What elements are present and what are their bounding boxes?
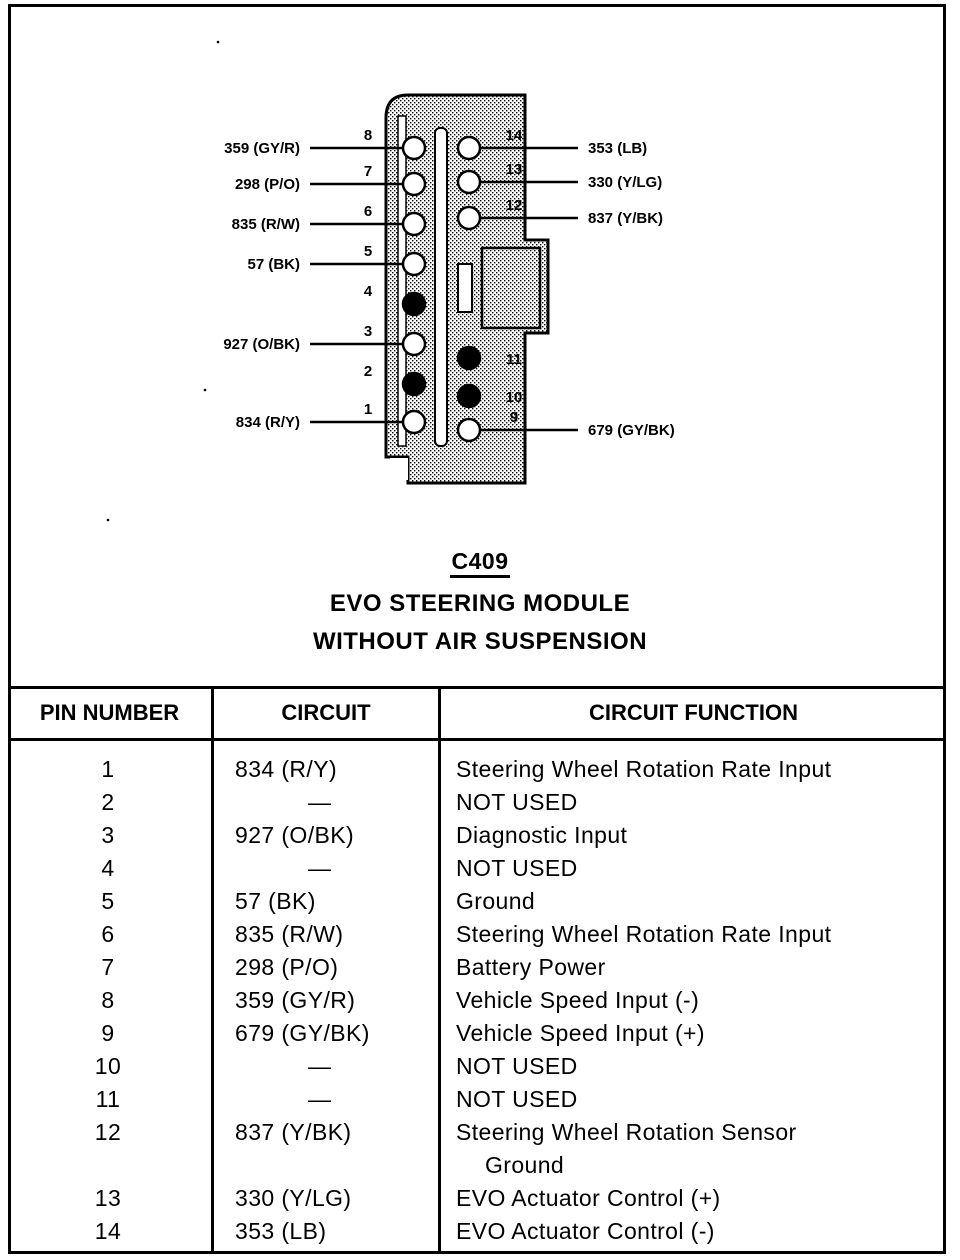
wire-label-pin-5: 57 (BK) bbox=[247, 256, 300, 273]
row-6-circuit: 835 (R/W) bbox=[235, 921, 344, 947]
row-1-pin: 1 bbox=[101, 756, 115, 782]
pin-number-13: 13 bbox=[506, 161, 523, 178]
row-4-circuit: — bbox=[308, 855, 332, 881]
row-6-function: Steering Wheel Rotation Rate Input bbox=[456, 921, 832, 947]
pin-10-cavity bbox=[456, 383, 482, 409]
row-8-function: Vehicle Speed Input (-) bbox=[456, 987, 700, 1013]
wire-label-pin-1: 834 (R/Y) bbox=[236, 414, 300, 431]
row-14-circuit: 353 (LB) bbox=[235, 1218, 327, 1244]
table-top-rule bbox=[8, 686, 946, 689]
row-3-circuit: 927 (O/BK) bbox=[235, 822, 355, 848]
header-pin-number: PIN NUMBER bbox=[39, 700, 180, 725]
pin-number-7: 7 bbox=[364, 163, 372, 180]
pin-number-14: 14 bbox=[506, 127, 523, 144]
row-3-pin: 3 bbox=[101, 822, 115, 848]
row-6-pin: 6 bbox=[101, 921, 115, 947]
row-1-circuit: 834 (R/Y) bbox=[235, 756, 338, 782]
pin-number-1: 1 bbox=[364, 401, 372, 418]
row-11-pin: 11 bbox=[95, 1086, 121, 1112]
row-10-circuit: — bbox=[308, 1053, 332, 1079]
row-12-function: Steering Wheel Rotation Sensor bbox=[456, 1119, 797, 1145]
pin-number-6: 6 bbox=[364, 203, 372, 220]
pin-9-cavity bbox=[456, 417, 482, 443]
pin-number-9: 9 bbox=[510, 409, 518, 426]
pin-8-cavity bbox=[401, 135, 427, 161]
pin-2-cavity bbox=[401, 371, 427, 397]
wire-label-pin-13: 330 (Y/LG) bbox=[588, 174, 662, 191]
row-14-pin: 14 bbox=[94, 1218, 122, 1244]
pin-14-cavity bbox=[456, 135, 482, 161]
row-2-pin: 2 bbox=[101, 789, 115, 815]
connector-body bbox=[384, 93, 550, 485]
row-5-function: Ground bbox=[456, 888, 536, 914]
row-4-pin: 4 bbox=[101, 855, 115, 881]
pin-number-4: 4 bbox=[364, 283, 373, 300]
row-9-pin: 9 bbox=[101, 1020, 115, 1046]
wire-label-pin-9: 679 (GY/BK) bbox=[588, 422, 675, 439]
pin-number-10: 10 bbox=[506, 389, 523, 406]
table-col-divider-1 bbox=[211, 686, 214, 1254]
pin-13-cavity bbox=[456, 169, 482, 195]
table-col-divider-2 bbox=[438, 686, 441, 1254]
row-5-pin: 5 bbox=[101, 888, 115, 914]
header-circuit: CIRCUIT bbox=[281, 700, 371, 725]
row-7-function: Battery Power bbox=[456, 954, 606, 980]
row-11-function: NOT USED bbox=[456, 1086, 578, 1112]
wire-label-pin-3: 927 (O/BK) bbox=[223, 336, 300, 353]
row-3-function: Diagnostic Input bbox=[456, 822, 628, 848]
row-8-pin: 8 bbox=[101, 987, 115, 1013]
row-12-function-continued: Ground bbox=[485, 1152, 565, 1178]
pin-4-cavity bbox=[401, 291, 427, 317]
row-8-circuit: 359 (GY/R) bbox=[235, 987, 356, 1013]
pin-12-cavity bbox=[456, 205, 482, 231]
row-12-circuit: 837 (Y/BK) bbox=[235, 1119, 352, 1145]
connector-diagram: 359 (GY/R) 8 298 (P/O) 7 835 (R/W) 6 57 (BK) 5 4… bbox=[106, 40, 675, 522]
row-10-pin: 10 bbox=[94, 1053, 122, 1079]
pin-7-cavity bbox=[401, 171, 427, 197]
row-13-circuit: 330 (Y/LG) bbox=[235, 1185, 352, 1211]
pin-number-3: 3 bbox=[364, 323, 372, 340]
row-9-circuit: 679 (GY/BK) bbox=[235, 1020, 370, 1046]
row-11-circuit: — bbox=[308, 1086, 332, 1112]
pin-5-cavity bbox=[401, 251, 427, 277]
connector-title: EVO STEERING MODULE bbox=[329, 590, 631, 617]
row-9-function: Vehicle Speed Input (+) bbox=[456, 1020, 705, 1046]
pin-3-cavity bbox=[401, 331, 427, 357]
wire-label-pin-8: 359 (GY/R) bbox=[224, 140, 300, 157]
row-7-circuit: 298 (P/O) bbox=[235, 954, 339, 980]
connector-subtitle: WITHOUT AIR SUSPENSION bbox=[312, 628, 648, 655]
pin-number-5: 5 bbox=[364, 243, 372, 260]
row-14-function: EVO Actuator Control (-) bbox=[456, 1218, 715, 1244]
connector-id: C409 bbox=[0, 548, 960, 578]
stray-specks bbox=[106, 40, 220, 522]
row-2-function: NOT USED bbox=[456, 789, 578, 815]
wire-label-pin-6: 835 (R/W) bbox=[232, 216, 300, 233]
row-4-function: NOT USED bbox=[456, 855, 578, 881]
pin-11-cavity bbox=[456, 345, 482, 371]
wire-label-pin-14: 353 (LB) bbox=[588, 140, 647, 157]
row-1-function: Steering Wheel Rotation Rate Input bbox=[456, 756, 832, 782]
page-frame bbox=[8, 4, 946, 1254]
header-circuit-function: CIRCUIT FUNCTION bbox=[589, 700, 798, 725]
row-10-function: NOT USED bbox=[456, 1053, 578, 1079]
pin-number-11: 11 bbox=[506, 351, 522, 368]
row-2-circuit: — bbox=[308, 789, 332, 815]
pin-number-12: 12 bbox=[506, 197, 523, 214]
pin-number-2: 2 bbox=[364, 363, 372, 380]
row-12-pin: 12 bbox=[94, 1119, 122, 1145]
connector-id-text: C409 bbox=[449, 548, 511, 578]
row-13-pin: 13 bbox=[94, 1185, 122, 1211]
wire-label-pin-12: 837 (Y/BK) bbox=[588, 210, 663, 227]
pin-number-8: 8 bbox=[364, 127, 372, 144]
wire-label-pin-7: 298 (P/O) bbox=[235, 176, 300, 193]
row-5-circuit: 57 (BK) bbox=[235, 888, 316, 914]
table-header-rule bbox=[8, 738, 946, 741]
row-13-function: EVO Actuator Control (+) bbox=[456, 1185, 721, 1211]
pin-6-cavity bbox=[401, 211, 427, 237]
row-7-pin: 7 bbox=[101, 954, 115, 980]
pin-1-cavity bbox=[401, 409, 427, 435]
